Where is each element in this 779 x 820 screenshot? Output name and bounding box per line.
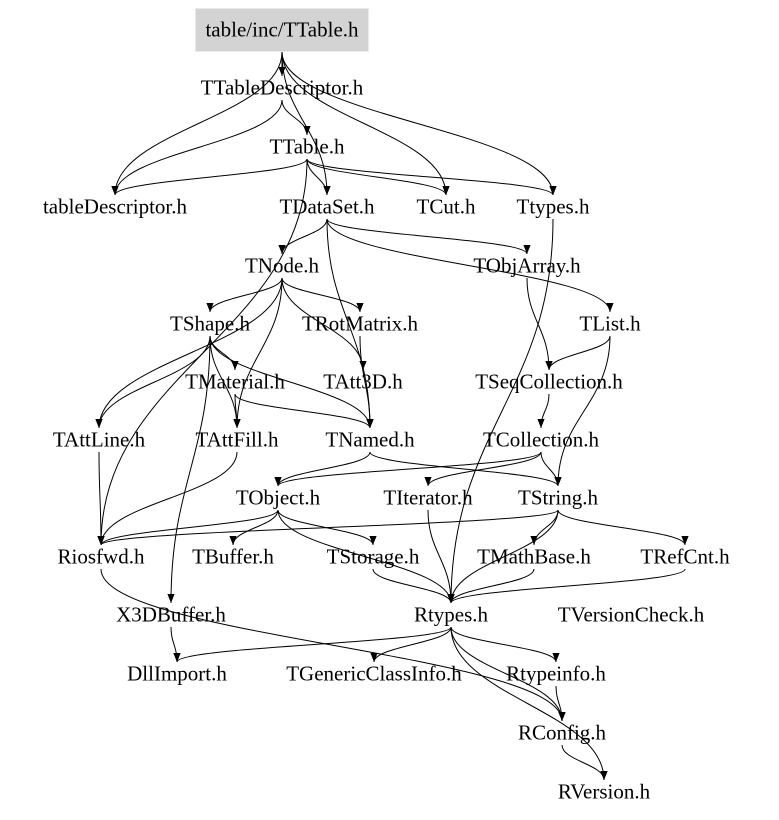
- edge-tnamed-to-tstring: [369, 451, 562, 487]
- edge-tobject-to-tbuffer: [229, 509, 279, 546]
- node-rtypes[interactable]: Rtypes.h: [413, 602, 489, 627]
- edge-tstring-to-rtypes: [447, 509, 559, 604]
- node-root[interactable]: table/inc/TTable.h: [195, 8, 369, 52]
- edge-tnamed-to-tobject: [274, 451, 371, 487]
- node-tabledescriptor[interactable]: tableDescriptor.h: [42, 194, 188, 219]
- node-trefcnt[interactable]: TRefCnt.h: [640, 544, 730, 569]
- edge-tattline-to-riosfwd: [97, 451, 105, 546]
- node-ttypes[interactable]: Ttypes.h: [516, 194, 590, 219]
- edge-tnode-to-tattfill: [233, 277, 283, 429]
- edge-root-to-tabledescriptor: [111, 51, 283, 196]
- node-tgenericclassinfo[interactable]: TGenericClassInfo.h: [286, 661, 462, 686]
- edge-tdataset-to-tnamed: [326, 218, 374, 429]
- node-rtypeinfo[interactable]: Rtypeinfo.h: [506, 661, 606, 686]
- edge-rconfig-to-rversion: [561, 744, 608, 781]
- node-rconfig[interactable]: RConfig.h: [517, 720, 607, 745]
- edge-rtypeinfo-to-rconfig: [555, 685, 566, 722]
- node-tstring[interactable]: TString.h: [518, 485, 598, 510]
- edge-trefcnt-to-rtypes: [447, 568, 686, 604]
- edge-rtypes-to-rversion: [450, 626, 608, 781]
- edge-riosfwd-to-rconfig: [100, 568, 566, 722]
- node-tatt3d[interactable]: TAtt3D.h: [323, 369, 403, 394]
- edge-tmaterial-to-tnamed: [234, 393, 374, 429]
- edge-tobject-to-rtypes: [277, 509, 455, 604]
- node-ttabledescriptor[interactable]: TTableDescriptor.h: [200, 75, 364, 100]
- edge-tattfill-to-riosfwd: [97, 451, 238, 546]
- edge-trotmatrix-to-tnamed: [359, 335, 374, 429]
- edge-tshape-to-tattline: [95, 335, 211, 429]
- node-rversion[interactable]: RVersion.h: [557, 779, 651, 804]
- edge-tstorage-to-rtypes: [372, 568, 455, 604]
- node-tcollection[interactable]: TCollection.h: [482, 427, 600, 452]
- edge-tlist-to-tstring: [554, 335, 611, 487]
- edge-tseqcollection-to-tcollection: [537, 393, 550, 429]
- node-tseqcollection[interactable]: TSeqCollection.h: [475, 369, 623, 394]
- edge-root-to-tdataset: [281, 51, 331, 196]
- node-tlist[interactable]: TList.h: [579, 311, 641, 336]
- node-tobjarray[interactable]: TObjArray.h: [473, 253, 581, 278]
- node-tdataset[interactable]: TDataSet.h: [279, 194, 375, 219]
- node-riosfwd[interactable]: Riosfwd.h: [57, 544, 145, 569]
- node-tobject[interactable]: TObject.h: [235, 485, 321, 510]
- edge-ttabledescriptor-to-ttable: [281, 99, 311, 136]
- edge-rtypes-to-tgenericclassinfo: [370, 626, 452, 663]
- edge-tmathbase-to-rtypes: [447, 568, 535, 604]
- edge-tcollection-to-tobject: [274, 451, 542, 487]
- node-tnamed[interactable]: TNamed.h: [325, 427, 415, 452]
- node-tstorage[interactable]: TStorage.h: [326, 544, 420, 569]
- edge-ttable-to-ttypes: [306, 158, 557, 196]
- edge-x3dbuffer-to-dllimport: [170, 626, 181, 663]
- edge-ttabledescriptor-to-tabledescriptor: [111, 99, 283, 196]
- edge-titerator-to-rtypes: [427, 509, 455, 604]
- edge-tcollection-to-tstring: [540, 451, 562, 487]
- edge-tshape-to-tnamed: [209, 335, 374, 429]
- node-dllimport[interactable]: DllImport.h: [127, 661, 227, 686]
- edge-ttable-to-tabledescriptor: [111, 158, 308, 196]
- edge-ttable-to-tcut: [306, 158, 450, 196]
- edge-rtypes-to-dllimport: [173, 626, 452, 663]
- edge-rtypes-to-rconfig: [450, 626, 566, 722]
- edge-root-to-tcut: [281, 51, 450, 196]
- edge-tshape-to-x3dbuffer: [167, 335, 211, 604]
- edge-root-to-ttypes: [281, 51, 557, 196]
- edge-tnode-to-trotmatrix: [281, 277, 364, 313]
- node-tattline[interactable]: TAttLine.h: [52, 427, 146, 452]
- edge-tcollection-to-titerator: [424, 451, 542, 487]
- node-trotmatrix[interactable]: TRotMatrix.h: [301, 311, 419, 336]
- edge-tstring-to-trefcnt: [557, 509, 689, 546]
- node-tattfill[interactable]: TAttFill.h: [195, 427, 279, 452]
- node-tcut[interactable]: TCut.h: [416, 194, 476, 219]
- node-ttable[interactable]: TTable.h: [269, 134, 345, 159]
- edge-tdataset-to-tnode: [278, 218, 328, 255]
- edge-tnode-to-tshape: [206, 277, 283, 313]
- node-tversioncheck[interactable]: TVersionCheck.h: [557, 602, 705, 627]
- edge-tshape-to-tmaterial: [209, 335, 239, 371]
- edge-tnode-to-tattline: [95, 277, 283, 429]
- edge-tnode-to-tatt3d: [281, 277, 367, 371]
- node-tshape[interactable]: TShape.h: [170, 311, 250, 336]
- node-x3dbuffer[interactable]: X3DBuffer.h: [116, 602, 226, 627]
- edge-tobject-to-riosfwd: [97, 509, 279, 546]
- edge-ttypes-to-rtypes: [447, 218, 554, 604]
- node-titerator[interactable]: TIterator.h: [383, 485, 473, 510]
- edge-tlist-to-tseqcollection: [545, 335, 611, 371]
- node-tmaterial[interactable]: TMaterial.h: [185, 369, 285, 394]
- node-tbuffer[interactable]: TBuffer.h: [192, 544, 274, 569]
- edge-tstring-to-riosfwd: [97, 509, 559, 546]
- edge-tdataset-to-tlist: [326, 218, 614, 313]
- node-tmathbase[interactable]: TMathBase.h: [477, 544, 591, 569]
- node-tnode[interactable]: TNode.h: [244, 253, 320, 278]
- edge-ttable-to-tdataset: [306, 158, 331, 196]
- edge-rtypes-to-rtypeinfo: [450, 626, 560, 663]
- edge-tmaterial-to-tattfill: [233, 393, 241, 429]
- edge-tdataset-to-tobjarray: [326, 218, 531, 255]
